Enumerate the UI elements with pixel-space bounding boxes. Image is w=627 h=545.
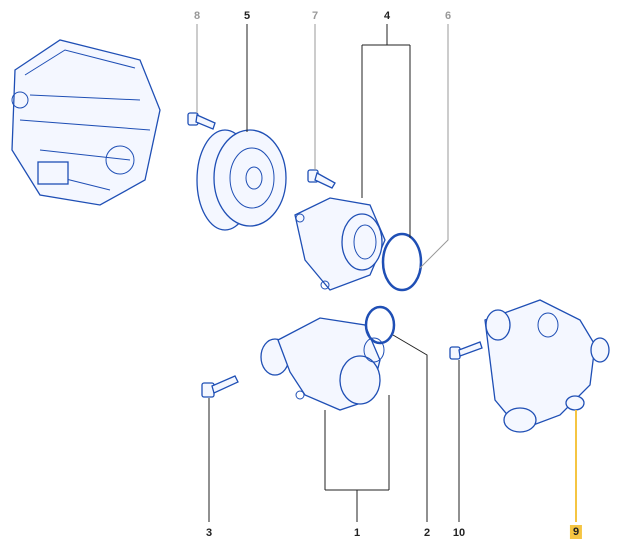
- bolt-part-7[interactable]: [307, 169, 336, 189]
- callout-1[interactable]: 1: [353, 527, 361, 539]
- o-ring-part-6[interactable]: [381, 232, 423, 292]
- callout-3[interactable]: 3: [205, 527, 213, 539]
- callout-9-selected[interactable]: 9: [569, 525, 583, 539]
- callout-2[interactable]: 2: [423, 527, 431, 539]
- outlet-housing-part-9[interactable]: [484, 299, 610, 433]
- thermostat-housing-part-1[interactable]: [260, 317, 385, 411]
- bolt-part-8[interactable]: [187, 112, 216, 130]
- callout-4[interactable]: 4: [383, 10, 391, 22]
- bolt-part-10[interactable]: [449, 341, 483, 360]
- pulley-part-5[interactable]: [196, 129, 287, 231]
- callout-8[interactable]: 8: [193, 10, 201, 22]
- gasket-part-2[interactable]: [364, 305, 396, 345]
- water-pump-part-4[interactable]: [294, 197, 386, 291]
- callout-10[interactable]: 10: [452, 527, 466, 539]
- callout-6[interactable]: 6: [444, 10, 452, 22]
- engine-illustration: [11, 39, 161, 206]
- callout-7[interactable]: 7: [311, 10, 319, 22]
- bolt-part-3[interactable]: [201, 375, 239, 398]
- callout-5[interactable]: 5: [243, 10, 251, 22]
